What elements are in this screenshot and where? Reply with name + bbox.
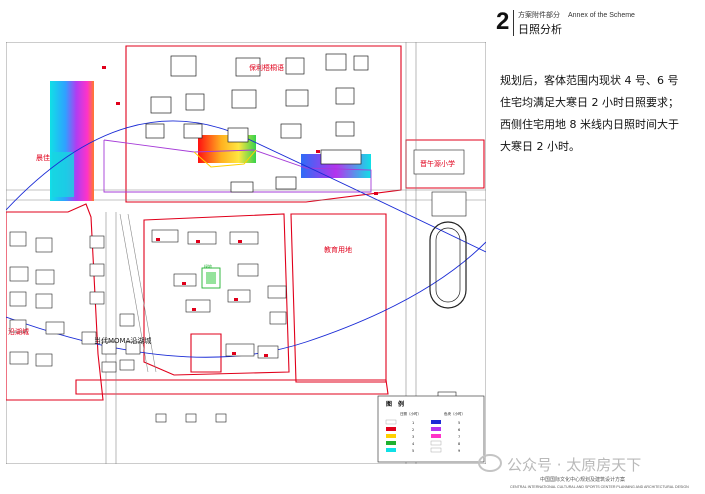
legend-title: 图 例 <box>386 400 404 408</box>
page-title: 日照分析 <box>518 23 562 36</box>
green-space <box>201 267 221 289</box>
svg-text:5: 5 <box>412 449 414 453</box>
site-boundaries <box>6 45 485 401</box>
svg-text:9: 9 <box>458 449 460 453</box>
header-divider <box>513 10 514 36</box>
svg-text:8: 8 <box>458 442 460 446</box>
section-en: Annex of the Scheme <box>568 12 635 19</box>
legend-col-right: 色块（小时） <box>444 411 465 416</box>
watermark-text: 公众号 · 太原房天下 <box>507 456 642 474</box>
section-number: 2 <box>496 8 510 35</box>
description-line: 大寒日 2 小时。 <box>500 140 580 153</box>
analysis-description: 规划后，客体范围内现状 4 号、6 号 住宅均满足大寒日 2 小时日照要求； 西… <box>500 70 685 158</box>
sunlight-analysis-map: 图 例 日照（小时） 色块（小时） 1 2 3 4 5 5 6 7 8 9 保利… <box>6 42 486 464</box>
label-north-site: 保利梧桐语 <box>249 63 284 72</box>
west-site-boundary <box>6 203 104 401</box>
school-building <box>413 149 465 175</box>
legend-col-left: 日照（小时） <box>400 411 421 416</box>
institute-cn: 中国国际文化中心规划及建筑设计方案 <box>540 477 626 483</box>
section-cn: 方案附件部分 <box>518 12 560 19</box>
map-legend: 图 例 日照（小时） 色块（小时） 1 2 3 4 5 5 6 7 8 9 <box>377 395 485 463</box>
description-line: 规划后，客体范围内现状 4 号、6 号 <box>500 74 679 87</box>
north-buildings <box>145 53 369 193</box>
label-education: 教育用地 <box>324 245 352 254</box>
svg-text:6: 6 <box>458 428 460 432</box>
wechat-icon <box>478 454 502 472</box>
school-annex <box>431 191 467 217</box>
north-site-boundary <box>125 45 402 203</box>
building-sun-markers <box>102 66 378 357</box>
west-buildings <box>9 231 141 373</box>
svg-text:3: 3 <box>412 435 414 439</box>
label-school: 晋午源小学 <box>420 159 455 168</box>
section-subtitle: 方案附件部分 Annex of the Scheme <box>518 10 643 20</box>
yellow-contour <box>193 149 257 168</box>
community-site-boundary <box>143 213 290 376</box>
svg-text:4: 4 <box>412 442 415 446</box>
svg-text:5: 5 <box>458 421 460 425</box>
label-lakeside: 沿湖城 <box>8 327 29 336</box>
svg-text:7: 7 <box>458 435 460 439</box>
description-line: 住宅均满足大寒日 2 小时日照要求； <box>500 96 679 109</box>
label-green: 绿地 <box>204 263 212 269</box>
south-road-boundary <box>75 379 389 395</box>
label-community: 当代MOMA沿湖城 <box>94 336 151 345</box>
svg-text:2: 2 <box>412 428 414 432</box>
svg-text:1: 1 <box>412 421 414 425</box>
running-track <box>429 221 467 309</box>
label-west-site: 晨佳 <box>36 153 50 162</box>
description-line: 西侧住宅用地 8 米线内日照时间大于 <box>500 118 679 131</box>
institute-en: CENTRAL INTERNATIONAL CULTURAL AND SPORT… <box>510 485 689 489</box>
sunlight-outline <box>103 139 372 193</box>
watermark: 公众号 · 太原房天下 <box>478 454 641 475</box>
green-site-boundary <box>190 333 222 373</box>
